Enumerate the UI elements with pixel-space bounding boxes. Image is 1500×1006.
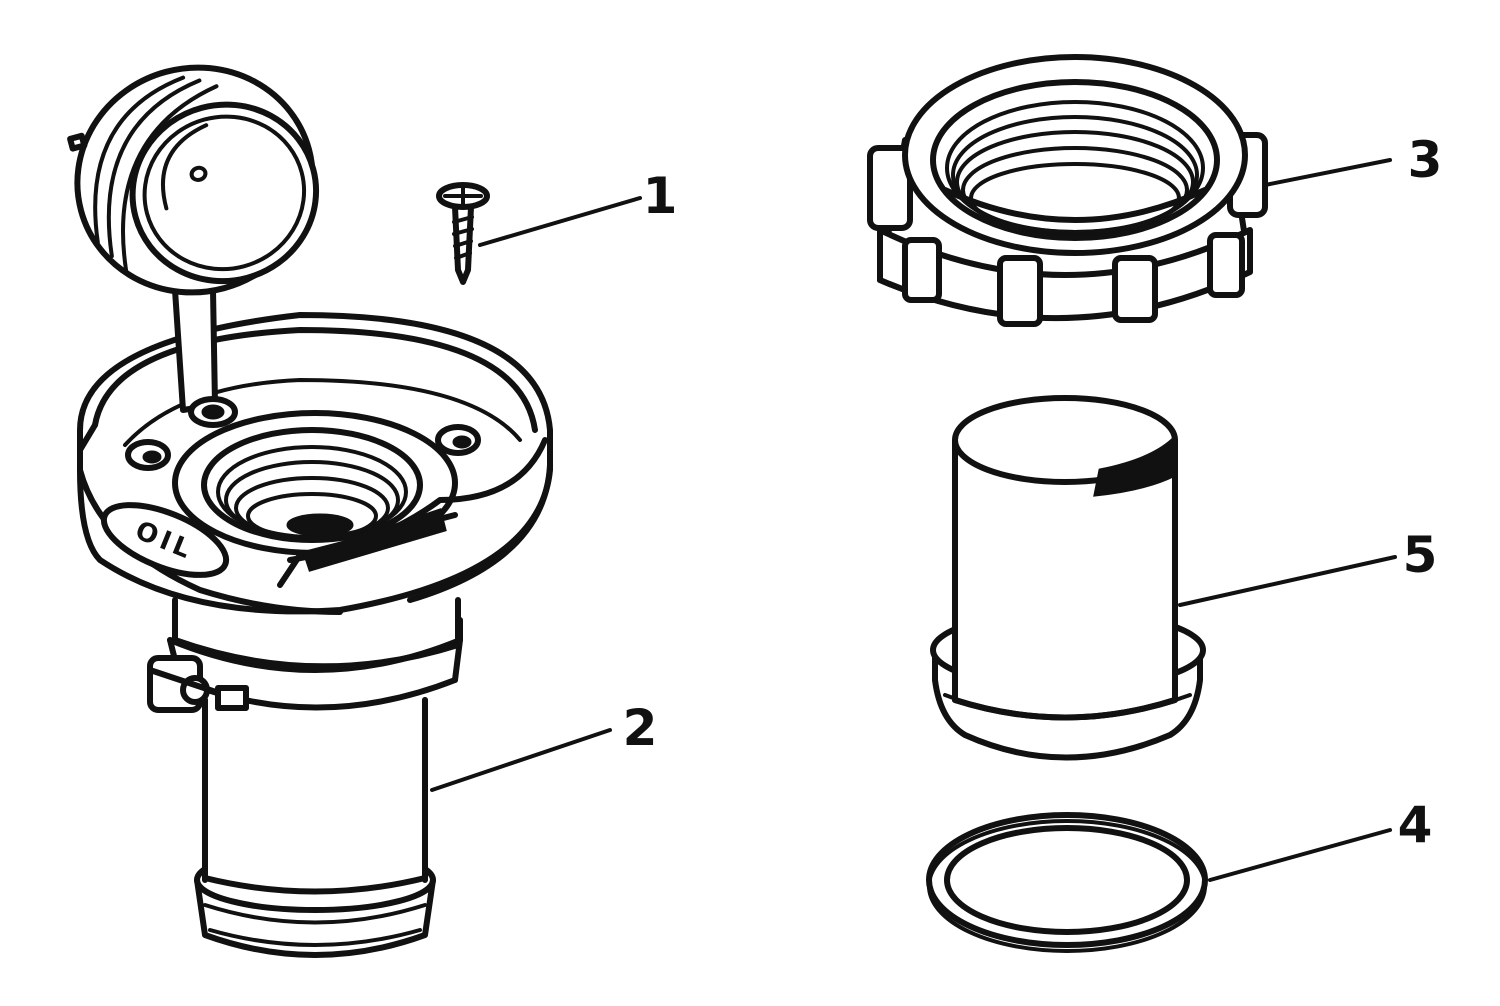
svg-text:4: 4 — [1398, 796, 1433, 854]
adapter-part-5 — [930, 395, 1206, 761]
gasket-part-4 — [926, 812, 1208, 953]
nut-part-3 — [867, 54, 1268, 327]
svg-text:1: 1 — [643, 167, 678, 225]
svg-text:5: 5 — [1403, 526, 1438, 584]
callout-4: 4 — [1208, 796, 1433, 882]
callout-1: 1 — [478, 167, 678, 247]
callout-3: 3 — [1263, 131, 1443, 189]
callout-5: 5 — [1178, 526, 1438, 607]
callout-2: 2 — [430, 699, 658, 792]
screw-part-1 — [436, 182, 490, 285]
svg-text:3: 3 — [1408, 131, 1443, 189]
oil-fill-fitting-part-2: OIL — [67, 64, 553, 958]
svg-text:2: 2 — [623, 699, 658, 757]
